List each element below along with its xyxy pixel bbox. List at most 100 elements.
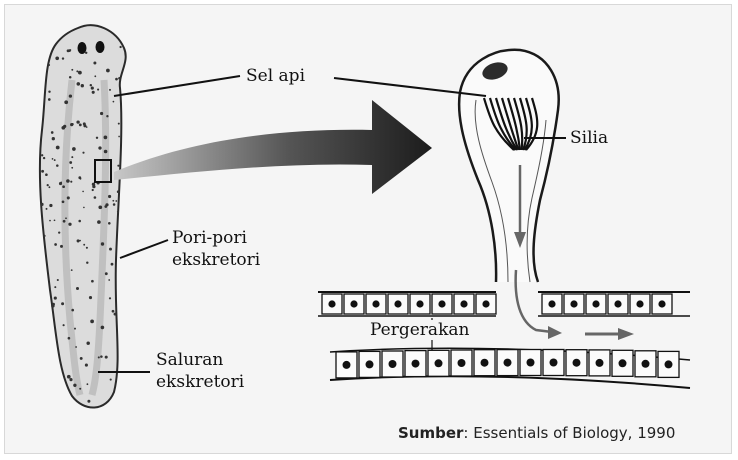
speckle (98, 205, 103, 210)
flow-arrowhead-curve (548, 326, 562, 339)
cell-nucleus (328, 300, 336, 308)
flatworm-outline (38, 24, 127, 409)
cell-nucleus (457, 359, 466, 367)
cell-nucleus (549, 358, 558, 367)
cell-nucleus (592, 300, 600, 308)
speckle (86, 261, 89, 264)
speckle (83, 206, 85, 209)
cell-nucleus (664, 360, 673, 369)
speckle (53, 219, 56, 222)
speckle (84, 363, 88, 367)
speckle (85, 126, 88, 128)
speckle (82, 122, 86, 126)
cilium (518, 97, 528, 151)
speckle (87, 399, 91, 403)
speckle (71, 156, 74, 159)
speckle (41, 169, 45, 173)
speckle (78, 219, 81, 223)
cell-nucleus (350, 300, 358, 308)
speckle (53, 296, 57, 300)
speckle (82, 190, 84, 193)
speckle (51, 158, 54, 160)
speckle (91, 188, 94, 192)
cell-nucleus (548, 300, 556, 308)
speckle (86, 383, 89, 386)
speckle (62, 324, 65, 327)
speckle (82, 151, 85, 154)
speckle (75, 346, 77, 348)
speckle (113, 312, 117, 316)
speckle (56, 278, 59, 282)
speckle (55, 145, 60, 150)
label-pores-line1: Pori-pori (172, 228, 247, 248)
source-text: : Essentials of Biology, 1990 (463, 424, 676, 442)
speckle (71, 68, 74, 71)
speckle (104, 272, 108, 276)
excretory-channel-right (88, 79, 110, 396)
zoom-arrow (114, 100, 432, 194)
speckle (108, 279, 111, 281)
cilium (512, 97, 524, 151)
cell-nucleus (372, 300, 380, 308)
speckle (61, 125, 66, 130)
flame-cell (457, 48, 560, 283)
speckle (53, 159, 56, 162)
speckle (108, 297, 112, 300)
cell-nucleus (434, 359, 443, 368)
speckle (89, 83, 93, 87)
speckle (72, 147, 76, 151)
speckle (79, 239, 81, 242)
speckle (97, 356, 100, 359)
eyespot-right (95, 41, 105, 53)
speckle (47, 98, 51, 101)
speckle (50, 131, 54, 134)
speckle (67, 336, 71, 340)
speckle (93, 196, 97, 199)
speckle (49, 203, 53, 208)
speckle (76, 120, 80, 124)
speckle (70, 180, 73, 183)
speckle (100, 242, 105, 246)
cell-nucleus (480, 358, 489, 367)
leader-sel-api-body (113, 75, 241, 97)
speckle (62, 185, 65, 189)
speckle (73, 383, 77, 387)
speckle (97, 220, 101, 224)
speckle (60, 181, 63, 184)
speckle (70, 269, 73, 271)
label-flame-cell: Sel api (246, 66, 306, 86)
speckle (95, 136, 99, 139)
speckle (66, 196, 70, 200)
flow-curve (514, 269, 553, 334)
speckle (112, 203, 116, 206)
speckle (68, 49, 71, 52)
speckle (93, 61, 97, 65)
figure-frame (4, 4, 732, 454)
excretory-tubule (318, 269, 691, 389)
speckle (109, 247, 112, 251)
cell-nucleus (365, 360, 374, 369)
speckle (78, 123, 82, 127)
planarian-body (38, 24, 127, 409)
speckle (80, 84, 84, 88)
lower-wall-cells (335, 348, 680, 379)
speckle (117, 164, 120, 167)
cilium (506, 97, 522, 151)
speckle (115, 200, 118, 202)
speckle (71, 308, 75, 312)
cilia-tuft (482, 97, 539, 151)
speckle (70, 122, 74, 127)
speckle (109, 378, 112, 381)
speckle (52, 302, 55, 306)
speckle (76, 70, 79, 73)
speckle (71, 166, 74, 169)
speckle (94, 75, 97, 78)
speckle (58, 231, 61, 234)
speckle (45, 207, 48, 210)
excretory-channel-left (61, 79, 84, 396)
eyespot-left (77, 42, 87, 54)
speckle (61, 302, 65, 306)
speckle (98, 146, 102, 150)
speckle (61, 57, 65, 60)
